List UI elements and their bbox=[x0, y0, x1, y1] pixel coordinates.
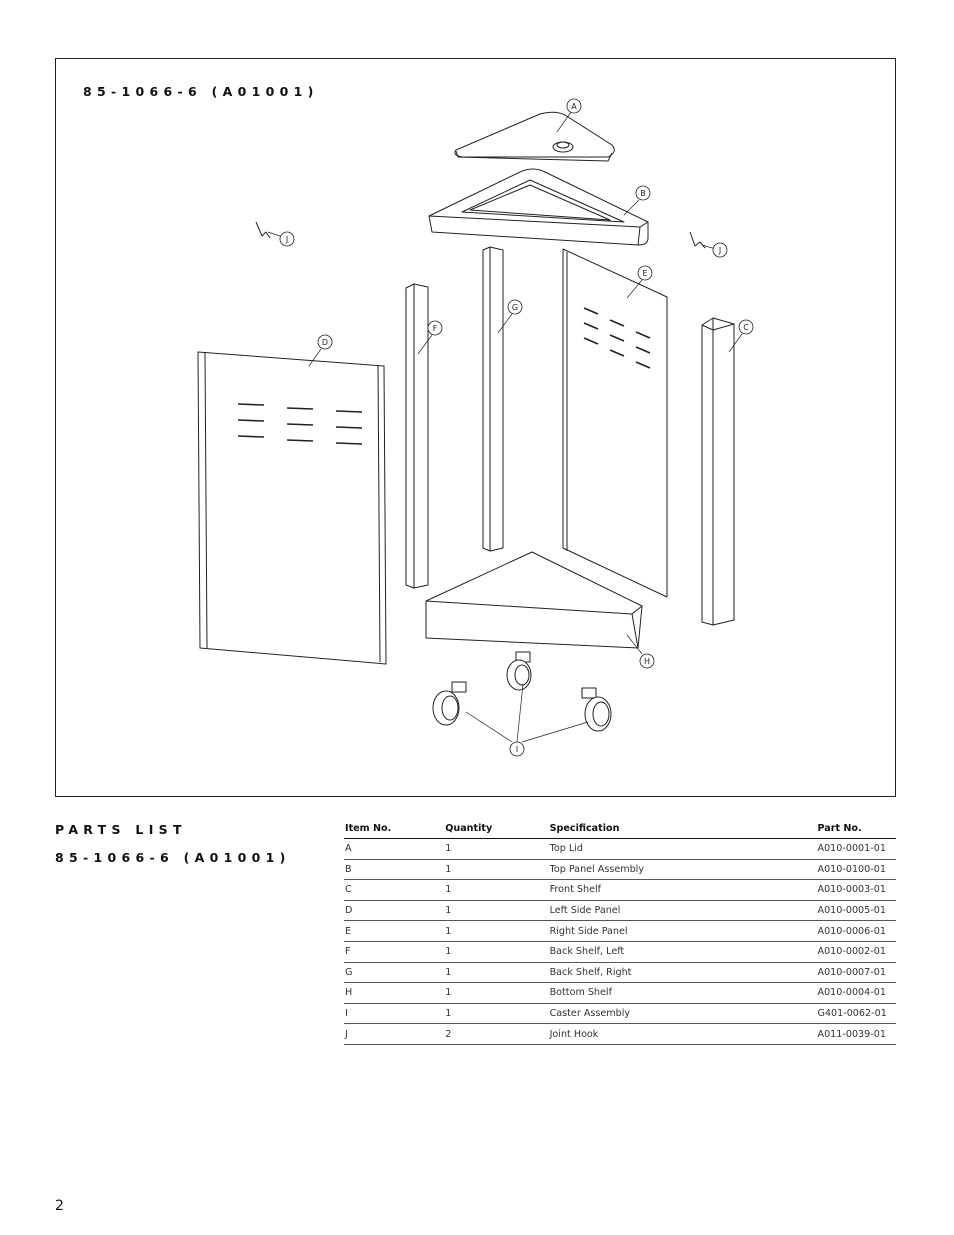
top-lid-part bbox=[454, 111, 615, 162]
cell-item-no: E bbox=[344, 920, 445, 942]
cell-quantity: 1 bbox=[444, 920, 549, 942]
cell-part-no: A010-0007-01 bbox=[816, 962, 896, 984]
cell-specification: Bottom Shelf bbox=[548, 982, 817, 1004]
right-side-panel-part bbox=[562, 248, 668, 598]
callout-j-left-label: J bbox=[285, 235, 288, 244]
callout-b bbox=[635, 185, 651, 201]
cell-item-no: J bbox=[344, 1023, 445, 1045]
callout-e-label: E bbox=[642, 269, 647, 278]
cell-specification: Front Shelf bbox=[548, 879, 817, 901]
cell-quantity: 1 bbox=[444, 879, 549, 901]
table-header-row: Item No. Quantity Specification Part No. bbox=[344, 818, 896, 839]
column-header-specification: Specification bbox=[548, 818, 817, 839]
callout-f-label: F bbox=[433, 324, 438, 333]
diagram-title: 85-1066-6 (A01001) bbox=[83, 84, 319, 99]
callout-i bbox=[509, 741, 525, 757]
cell-specification: Back Shelf, Right bbox=[548, 962, 817, 984]
callout-d-label: D bbox=[322, 338, 328, 347]
callout-d bbox=[317, 334, 333, 350]
callout-c-label: C bbox=[743, 323, 749, 332]
cell-quantity: 1 bbox=[444, 1003, 549, 1025]
cell-item-no: H bbox=[344, 982, 445, 1004]
cell-part-no: A010-0004-01 bbox=[816, 982, 896, 1004]
callout-a bbox=[566, 98, 582, 114]
callout-j-right bbox=[712, 242, 728, 258]
top-panel-assembly-part bbox=[428, 168, 649, 246]
cell-part-no: A010-0001-01 bbox=[816, 838, 896, 860]
back-shelf-right-part bbox=[482, 246, 504, 552]
callout-c bbox=[738, 319, 754, 335]
cell-item-no: F bbox=[344, 941, 445, 963]
column-header-quantity: Quantity bbox=[444, 818, 549, 839]
cell-specification: Caster Assembly bbox=[548, 1003, 817, 1025]
front-shelf-part bbox=[701, 317, 735, 626]
parts-table: Item No. Quantity Specification Part No.… bbox=[344, 818, 896, 1045]
callout-g bbox=[507, 299, 523, 315]
cell-quantity: 1 bbox=[444, 962, 549, 984]
cell-quantity: 1 bbox=[444, 941, 549, 963]
cell-item-no: A bbox=[344, 838, 445, 860]
cell-item-no: G bbox=[344, 962, 445, 984]
callout-a-label: A bbox=[571, 102, 577, 111]
callout-g-label: G bbox=[512, 303, 518, 312]
cell-specification: Back Shelf, Left bbox=[548, 941, 817, 963]
cell-quantity: 1 bbox=[444, 900, 549, 922]
callout-j-left bbox=[279, 231, 295, 247]
cell-item-no: D bbox=[344, 900, 445, 922]
caster-assembly-part bbox=[432, 651, 612, 732]
cell-part-no: A011-0039-01 bbox=[816, 1023, 896, 1045]
callout-f bbox=[427, 320, 443, 336]
cell-quantity: 1 bbox=[444, 982, 549, 1004]
back-shelf-left-part bbox=[405, 283, 429, 589]
exploded-diagram: A B C D E F G H I J J bbox=[197, 98, 754, 757]
cell-part-no: A010-0006-01 bbox=[816, 920, 896, 942]
cell-part-no: A010-0002-01 bbox=[816, 941, 896, 963]
cell-item-no: C bbox=[344, 879, 445, 901]
callout-i-label: I bbox=[516, 745, 518, 754]
cell-quantity: 1 bbox=[444, 859, 549, 881]
cell-part-no: A010-0005-01 bbox=[816, 900, 896, 922]
cell-specification: Right Side Panel bbox=[548, 920, 817, 942]
cell-part-no: G401-0062-01 bbox=[816, 1003, 896, 1025]
cell-specification: Joint Hook bbox=[548, 1023, 817, 1045]
cell-quantity: 2 bbox=[444, 1023, 549, 1045]
parts-list-heading: PARTS LIST bbox=[55, 822, 187, 837]
column-header-item-no: Item No. bbox=[344, 818, 445, 839]
cell-item-no: I bbox=[344, 1003, 445, 1025]
parts-list-model: 85-1066-6 (A01001) bbox=[55, 850, 291, 865]
callout-e bbox=[637, 265, 653, 281]
column-header-part-no: Part No. bbox=[816, 818, 896, 839]
callout-b-label: B bbox=[640, 189, 646, 198]
diagram-frame bbox=[55, 58, 896, 797]
page-number: 2 bbox=[55, 1198, 64, 1214]
cell-specification: Left Side Panel bbox=[548, 900, 817, 922]
bottom-shelf-part bbox=[425, 551, 643, 649]
cell-part-no: A010-0003-01 bbox=[816, 879, 896, 901]
cell-specification: Top Panel Assembly bbox=[548, 859, 817, 881]
cell-item-no: B bbox=[344, 859, 445, 881]
callout-h-label: H bbox=[644, 657, 650, 666]
cell-quantity: 1 bbox=[444, 838, 549, 860]
callout-j-right-label: J bbox=[718, 246, 721, 255]
left-side-panel-part bbox=[197, 351, 387, 665]
cell-part-no: A010-0100-01 bbox=[816, 859, 896, 881]
callout-h bbox=[639, 653, 655, 669]
cell-specification: Top Lid bbox=[548, 838, 817, 860]
